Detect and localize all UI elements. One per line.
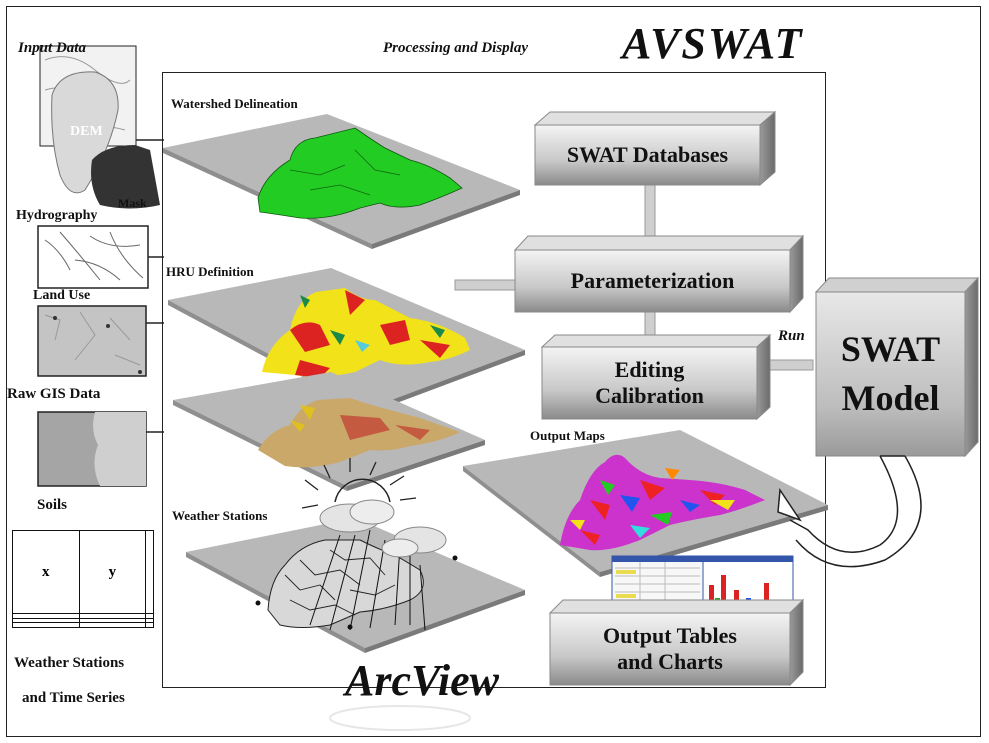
processing-display-heading: Processing and Display — [383, 40, 529, 56]
watershed-label: Watershed Delineation — [171, 96, 298, 111]
outer-frame — [6, 6, 981, 737]
editing-calibration-label: Editing Calibration — [542, 347, 757, 419]
soils-label: Soils — [37, 497, 68, 513]
weather-sun-icon — [301, 458, 417, 509]
landuse-thumbnail — [37, 305, 147, 377]
weather-stations-plane-label: Weather Stations — [172, 508, 268, 523]
calibration-text: Calibration — [595, 383, 704, 408]
table-cell — [78, 622, 147, 628]
table-header-row: x y — [12, 529, 154, 615]
model-output-arrow — [777, 455, 922, 568]
dem-label: DEM — [70, 124, 103, 139]
parameterization-box — [513, 234, 805, 314]
input-data-heading: Input Data — [18, 40, 86, 56]
hru-label: HRU Definition — [166, 264, 254, 279]
output-maps-label: Output Maps — [530, 428, 605, 443]
soils-thumbnail — [37, 411, 147, 487]
output-tables-box — [548, 598, 805, 687]
swat-databases-label: SWAT Databases — [566, 141, 729, 167]
weather-series-label-2: and Time Series — [22, 690, 125, 706]
editing-text: Editing — [614, 356, 685, 382]
output-maps-plane — [463, 430, 828, 577]
table-cell — [12, 622, 80, 628]
output-tables-text: Output Tables — [603, 622, 737, 648]
and-charts-text: and Charts — [617, 649, 723, 674]
output-tables-label: Output Tables and Charts — [550, 618, 790, 680]
soils-plane — [173, 372, 485, 491]
raw-gis-label: Raw GIS Data — [7, 386, 101, 402]
swat-databases-box — [533, 110, 777, 187]
weather-plane — [186, 518, 525, 653]
model-text: Model — [841, 378, 940, 418]
run-label: Run — [778, 328, 805, 344]
watermark-logo — [329, 705, 471, 731]
weather-series-label-1: Weather Stations — [14, 655, 125, 671]
table-header-cell — [145, 529, 154, 615]
watershed-plane — [163, 114, 520, 249]
weather-cloud-icon — [319, 499, 447, 558]
arcview-title: ArcView — [345, 656, 500, 705]
dem-thumbnail — [39, 45, 137, 194]
hydrography-label: Hydrography — [16, 208, 98, 223]
editing-calibration-box — [540, 333, 772, 421]
parameterization-label: Parameterization — [570, 267, 735, 293]
swat-model-box — [814, 276, 980, 458]
table-cell — [145, 622, 154, 628]
landuse-label: Land Use — [33, 288, 91, 303]
swat-model-label: SWAT Model — [816, 312, 965, 436]
avswat-title: AVSWAT — [622, 19, 804, 68]
table-header-cell: y — [78, 529, 147, 615]
mask-label: Mask — [118, 196, 147, 210]
hydrography-thumbnail — [37, 225, 149, 289]
table-header-cell: x — [12, 529, 80, 615]
swat-text: SWAT — [840, 329, 941, 370]
weather-station-table: x y — [12, 529, 154, 628]
db-to-param-connector — [644, 183, 656, 243]
mask-thumbnail — [91, 145, 160, 209]
hru-to-param-connector — [454, 279, 518, 291]
table-row — [12, 622, 154, 628]
